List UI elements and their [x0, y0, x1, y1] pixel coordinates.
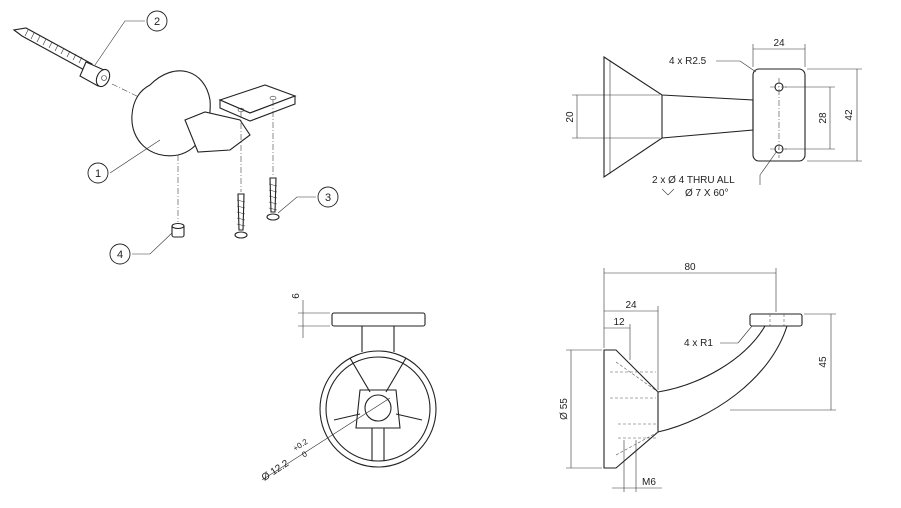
svg-text:Ø 55: Ø 55	[559, 398, 570, 420]
svg-text:80: 80	[684, 262, 696, 273]
wood-screw-right	[266, 177, 280, 221]
isometric-view: 1 2 3 4	[12, 10, 339, 265]
svg-text:1: 1	[95, 168, 101, 180]
balloon-4: 4	[109, 232, 173, 265]
lag-screw	[12, 27, 111, 88]
balloon-2: 2	[94, 10, 168, 66]
svg-text:2: 2	[154, 16, 160, 28]
set-screw	[171, 222, 185, 238]
svg-text:4 x R1: 4 x R1	[684, 338, 713, 349]
bracket-body	[131, 70, 297, 157]
svg-text:4: 4	[117, 249, 123, 261]
svg-text:24: 24	[773, 38, 785, 49]
svg-text:42: 42	[844, 109, 855, 121]
svg-text:4 x R2.5: 4 x R2.5	[669, 56, 707, 67]
balloon-3: 3	[277, 186, 339, 214]
front-view: 6 Ø 12.2 +0.2 0	[260, 293, 437, 484]
svg-text:Ø 7 X 60°: Ø 7 X 60°	[685, 188, 728, 199]
wood-screw-left	[234, 193, 248, 239]
balloon-1: 1	[87, 139, 161, 184]
svg-text:0: 0	[300, 449, 309, 459]
svg-text:28: 28	[818, 112, 829, 124]
svg-text:M6: M6	[642, 477, 656, 488]
svg-text:2 x Ø 4 THRU ALL: 2 x Ø 4 THRU ALL	[652, 175, 735, 186]
svg-text:Ø 12.2: Ø 12.2	[260, 458, 292, 484]
svg-text:45: 45	[818, 356, 829, 368]
svg-text:20: 20	[565, 111, 576, 123]
top-view: 24 4 x R2.5 28 42 20 2 x Ø 4 THRU ALL Ø …	[565, 38, 862, 199]
svg-text:3: 3	[325, 192, 331, 204]
svg-text:6: 6	[291, 293, 302, 299]
side-view: 80 24 12 4 x R1 45 Ø 55 M6	[559, 262, 836, 492]
svg-text:24: 24	[625, 300, 637, 311]
svg-text:12: 12	[613, 317, 625, 328]
